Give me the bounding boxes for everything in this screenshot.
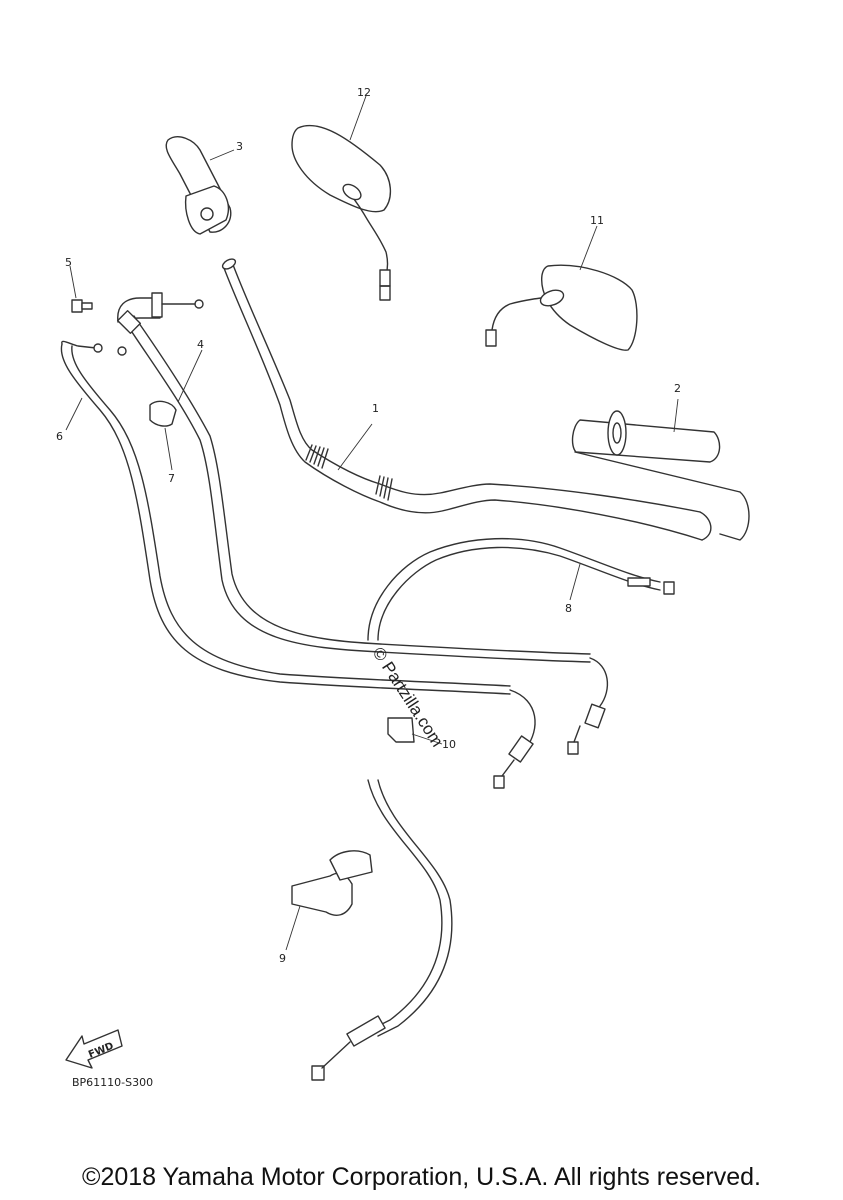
callout-12: 12 xyxy=(357,86,371,99)
callout-7: 7 xyxy=(168,472,175,485)
callout-3: 3 xyxy=(236,140,243,153)
callout-9: 9 xyxy=(279,952,286,965)
callout-5: 5 xyxy=(65,256,72,269)
copyright-notice: ©2018 Yamaha Motor Corporation, U.S.A. A… xyxy=(82,1163,761,1191)
throttle-cable-6 xyxy=(60,340,536,789)
clamp-7 xyxy=(149,400,177,427)
callout-6: 6 xyxy=(56,430,63,443)
clamp-10 xyxy=(387,717,415,743)
lower-cable xyxy=(311,779,453,1081)
left-grip xyxy=(165,136,232,235)
clutch-cable-8 xyxy=(367,537,675,641)
mirror-right xyxy=(485,264,638,351)
callout-labels: 1 2 3 4 5 6 7 8 9 10 11 12 xyxy=(56,86,681,965)
knurl-left xyxy=(305,444,329,469)
bolt xyxy=(71,299,93,313)
knurl-right xyxy=(375,475,393,501)
mirror-left xyxy=(291,124,391,301)
callout-4: 4 xyxy=(197,338,204,351)
throttle-cable-4 xyxy=(116,309,609,755)
callout-2: 2 xyxy=(674,382,681,395)
diagram-code: BP61110-S300 xyxy=(72,1076,153,1089)
holder-9 xyxy=(291,850,373,916)
right-grip xyxy=(571,410,750,541)
handlebar xyxy=(221,258,712,541)
callout-11: 11 xyxy=(590,214,604,227)
fwd-arrow-icon: FWD xyxy=(65,1029,123,1069)
callout-10: 10 xyxy=(442,738,456,751)
callout-8: 8 xyxy=(565,602,572,615)
callout-1: 1 xyxy=(372,402,379,415)
